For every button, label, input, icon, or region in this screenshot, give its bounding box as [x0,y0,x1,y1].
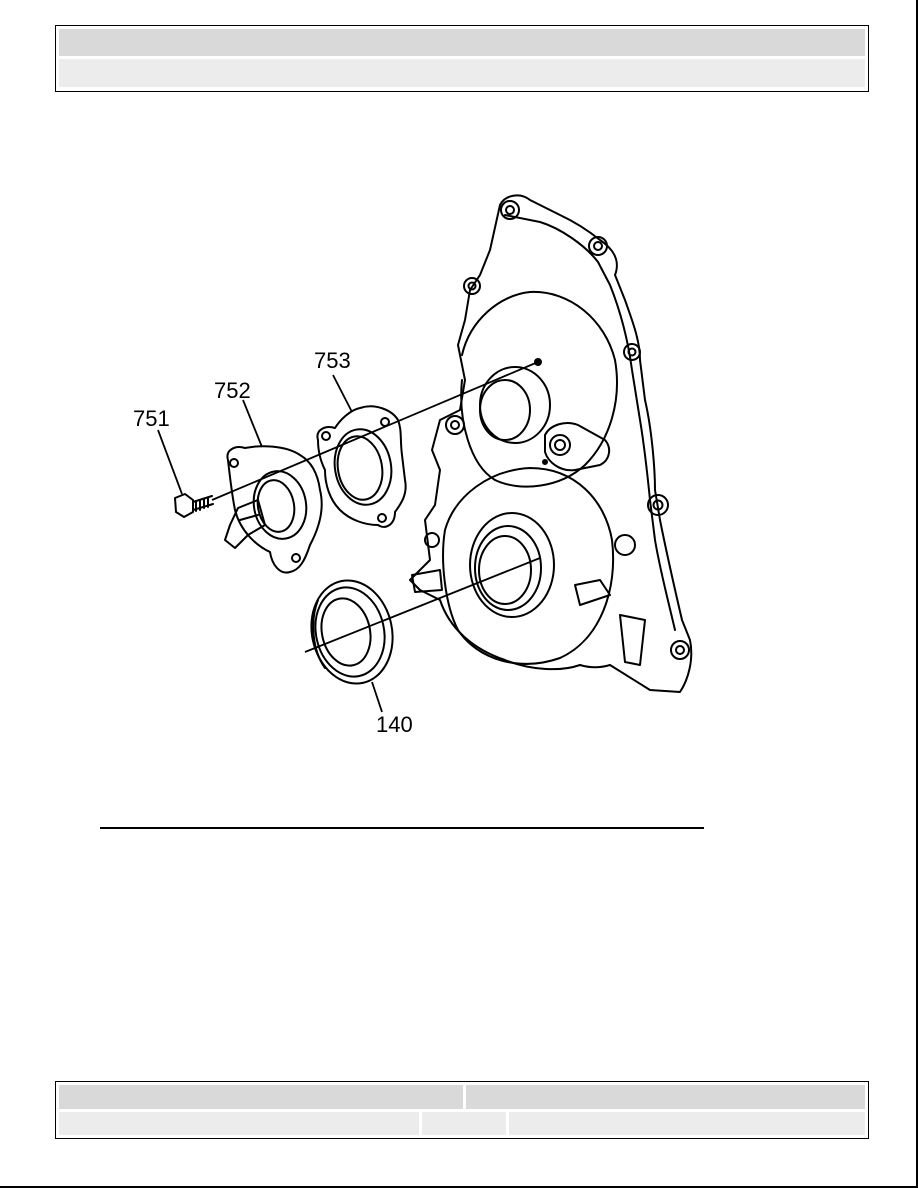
page-footer [55,1081,869,1139]
callout-753: 753 [314,348,351,373]
page-header [55,25,869,92]
bolt-head [174,493,194,518]
callout-751: 751 [133,406,170,431]
crankshaft-seal-outer [310,579,394,685]
sensor-flange [226,445,323,574]
footer-left-top [59,1085,463,1109]
footer-left-bottom [59,1112,419,1135]
header-title [59,29,865,41]
header-title-bar [59,29,865,56]
exploded-view-illustration: 753 752 751 140 [133,194,693,737]
figure-caption-rule [100,827,704,829]
footer-right-top [466,1085,865,1109]
header-subtitle-bar [59,59,865,87]
callout-752: 752 [214,378,251,403]
footer-middle-bottom [422,1112,506,1135]
callout-140: 140 [376,712,413,737]
header-subtitle [59,59,865,71]
gasket-outline [316,405,407,528]
footer-right-bottom [509,1112,865,1135]
